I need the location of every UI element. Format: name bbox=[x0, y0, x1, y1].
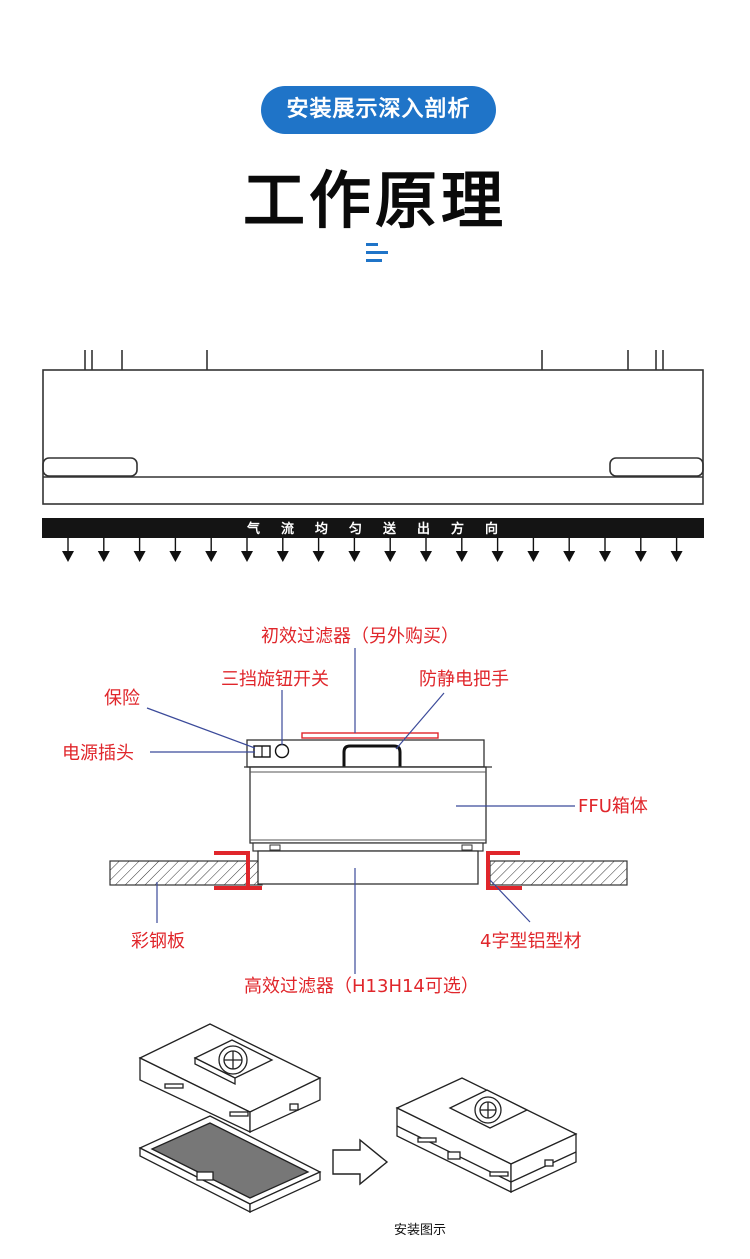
down-arrow-icon bbox=[634, 538, 647, 562]
label-steel-panel: 彩钢板 bbox=[131, 931, 185, 952]
airflow-banner-char: 方 bbox=[451, 521, 464, 537]
down-arrow-icon bbox=[348, 538, 361, 562]
airflow-banner-char: 向 bbox=[485, 521, 498, 537]
airflow-banner-char: 送 bbox=[382, 521, 397, 537]
steel-panel-left bbox=[109, 860, 263, 886]
hepa-filter bbox=[252, 842, 484, 885]
down-arrow-icon bbox=[97, 538, 110, 562]
down-arrow-icon bbox=[276, 538, 289, 562]
ffu-unit-illustration-right bbox=[395, 1077, 578, 1194]
down-arrow-icon bbox=[563, 538, 576, 562]
filter-panel-illustration bbox=[138, 1115, 322, 1214]
label-power-plug: 电源插头 bbox=[62, 743, 134, 764]
label-aluminum-profile: 4字型铝型材 bbox=[480, 931, 581, 952]
label-handle: 防静电把手 bbox=[419, 669, 509, 690]
airflow-banner-char: 均 bbox=[315, 521, 328, 537]
section-badge: 安装展示深入剖析 bbox=[261, 86, 496, 134]
aluminum-profile-right bbox=[486, 851, 522, 890]
airflow-banner-char: 气 bbox=[247, 521, 260, 537]
airflow-banner-text: 气流均匀送出方向 bbox=[247, 521, 498, 537]
down-arrow-icon bbox=[241, 538, 253, 562]
airflow-banner-char: 流 bbox=[281, 521, 294, 537]
label-ffu-box: FFU箱体 bbox=[578, 796, 648, 817]
label-switch: 三挡旋钮开关 bbox=[221, 669, 329, 690]
airflow-banner bbox=[42, 518, 704, 538]
down-arrow-icon bbox=[205, 538, 218, 562]
page-title: 工作原理 bbox=[242, 164, 507, 237]
down-arrow-icon bbox=[384, 538, 397, 562]
primary-filter bbox=[301, 732, 439, 739]
ffu-box bbox=[244, 766, 492, 844]
down-arrow-icon bbox=[169, 538, 182, 562]
ffu-side-view bbox=[42, 350, 704, 505]
airflow-banner-char: 出 bbox=[417, 521, 430, 537]
down-arrow-icon bbox=[527, 538, 540, 562]
label-primary-filter: 初效过滤器（另外购买） bbox=[261, 626, 459, 647]
down-arrow-icon bbox=[491, 538, 504, 562]
menu-icon bbox=[366, 243, 388, 263]
label-fuse: 保险 bbox=[104, 688, 140, 709]
knob-icon bbox=[274, 743, 290, 759]
down-arrow-icon bbox=[599, 538, 611, 562]
down-arrow-icon bbox=[455, 538, 468, 562]
down-arrow-icon bbox=[312, 538, 325, 562]
down-arrow-icon bbox=[62, 538, 74, 562]
handle-icon bbox=[342, 744, 402, 767]
down-arrow-icon bbox=[670, 538, 683, 562]
leader-lines bbox=[146, 648, 575, 974]
down-arrow-icon bbox=[133, 538, 146, 562]
down-arrow-icon bbox=[420, 538, 432, 562]
install-caption: 安装图示 bbox=[394, 1223, 446, 1238]
steel-panel-right bbox=[489, 860, 628, 886]
airflow-arrows bbox=[62, 538, 683, 562]
label-hepa-filter: 高效过滤器（H13H14可选） bbox=[244, 976, 479, 997]
arrow-right-icon bbox=[332, 1138, 389, 1186]
airflow-banner-char: 匀 bbox=[349, 521, 362, 537]
ffu-unit-illustration-left bbox=[138, 1023, 322, 1134]
